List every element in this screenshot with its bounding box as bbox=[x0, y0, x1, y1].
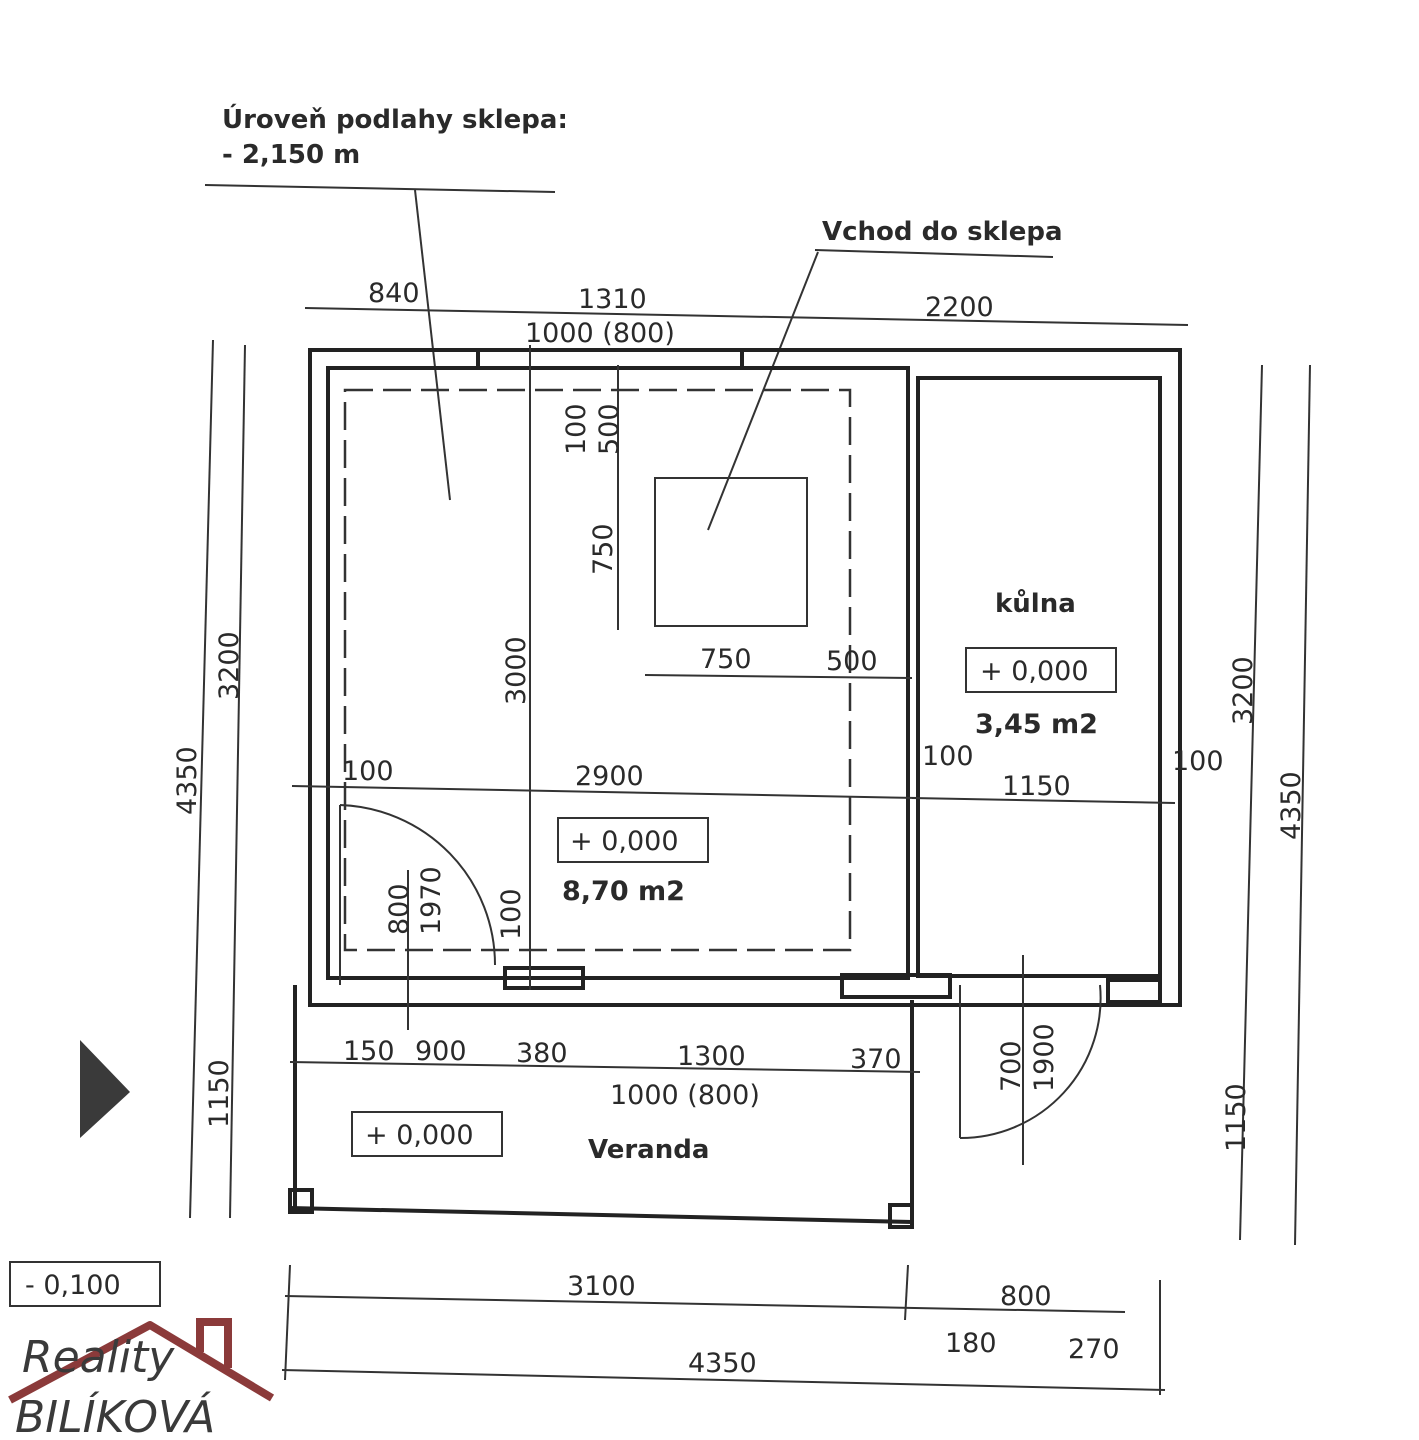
dim-wall-100-mid: 100 bbox=[922, 741, 974, 772]
level-shed: + 0,000 bbox=[980, 656, 1089, 687]
dim-top-1310: 1310 bbox=[578, 284, 647, 315]
dim-veranda-door: 1000 (800) bbox=[610, 1080, 760, 1111]
dim-top-2200: 2200 bbox=[925, 292, 994, 323]
dim-hatch-750v: 750 bbox=[588, 523, 619, 575]
dim-wall-100-left: 100 bbox=[342, 756, 394, 787]
door-swings bbox=[339, 804, 1102, 1165]
dim-veranda-150: 150 bbox=[343, 1036, 395, 1067]
dim-right-4350: 4350 bbox=[1276, 771, 1307, 840]
cellar-entry-label: Vchod do sklepa bbox=[822, 217, 1063, 247]
dim-room-height: 3000 bbox=[501, 636, 532, 705]
level-box-veranda bbox=[351, 1111, 503, 1157]
dim-door-800: 800 bbox=[384, 883, 415, 935]
shed-label: kůlna bbox=[995, 588, 1076, 619]
watermark-logo: Reality BILÍKOVÁ bbox=[8, 1318, 275, 1440]
dim-left-1150: 1150 bbox=[204, 1059, 235, 1128]
cellar-floor-value: - 2,150 m bbox=[222, 140, 360, 170]
veranda-label: Veranda bbox=[588, 1135, 709, 1165]
dim-top-840: 840 bbox=[368, 278, 420, 309]
dim-door-100: 100 bbox=[496, 888, 527, 940]
dim-bottom-270: 270 bbox=[1068, 1334, 1120, 1365]
dim-hatch-500h: 500 bbox=[826, 646, 878, 677]
dim-right-1150: 1150 bbox=[1221, 1083, 1252, 1152]
dim-left-3200: 3200 bbox=[214, 631, 245, 700]
level-box-outside bbox=[9, 1261, 161, 1307]
cellar-outline bbox=[343, 388, 852, 952]
dim-wall-100-right: 100 bbox=[1172, 746, 1224, 777]
watermark-reality: Reality bbox=[22, 1332, 175, 1383]
dim-room-2900: 2900 bbox=[575, 761, 644, 792]
level-veranda: + 0,000 bbox=[365, 1120, 474, 1151]
dim-left-4350: 4350 bbox=[172, 746, 203, 815]
dim-veranda-900: 900 bbox=[415, 1036, 467, 1067]
area-shed: 3,45 m2 bbox=[975, 709, 1098, 740]
level-box-shed bbox=[965, 647, 1117, 693]
area-main: 8,70 m2 bbox=[562, 876, 685, 907]
dim-bottom-3100: 3100 bbox=[567, 1271, 636, 1302]
dim-veranda-1300: 1300 bbox=[677, 1041, 746, 1072]
dim-door-1970: 1970 bbox=[416, 866, 447, 935]
dim-bottom-180: 180 bbox=[945, 1328, 997, 1359]
watermark-bilikova: BILÍKOVÁ bbox=[15, 1390, 215, 1440]
level-box-main bbox=[557, 817, 709, 863]
cellar-hatch bbox=[654, 477, 808, 627]
dim-shed-door-700: 700 bbox=[996, 1040, 1027, 1092]
dim-bottom-4350: 4350 bbox=[688, 1348, 757, 1379]
dimension-lines bbox=[189, 307, 1311, 1395]
dim-hatch-100: 100 bbox=[561, 403, 592, 455]
dim-shed-1150: 1150 bbox=[1002, 771, 1071, 802]
dim-shed-door-1900: 1900 bbox=[1029, 1023, 1060, 1092]
north-arrow-icon bbox=[80, 1040, 130, 1138]
dim-hatch-750h: 750 bbox=[700, 644, 752, 675]
cellar-floor-title: Úroveň podlahy sklepa: bbox=[222, 103, 568, 135]
level-main: + 0,000 bbox=[570, 826, 679, 857]
dim-hatch-500: 500 bbox=[594, 403, 625, 455]
dim-veranda-380: 380 bbox=[516, 1038, 568, 1069]
dim-bottom-800: 800 bbox=[1000, 1281, 1052, 1312]
dim-veranda-370: 370 bbox=[850, 1044, 902, 1075]
dim-right-3200: 3200 bbox=[1228, 656, 1259, 725]
level-outside: - 0,100 bbox=[25, 1270, 121, 1301]
dim-top-door: 1000 (800) bbox=[525, 318, 675, 349]
